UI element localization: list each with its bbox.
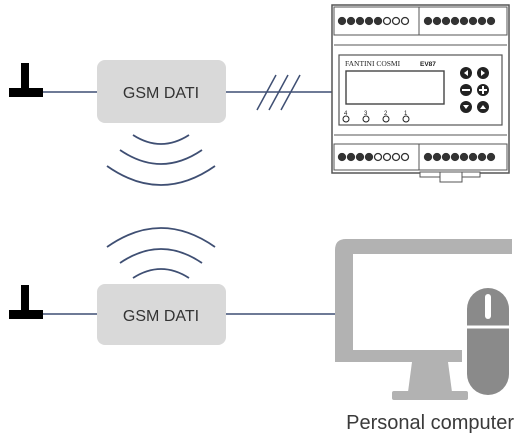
channel-label-1: 1 xyxy=(404,111,408,117)
antenna-bottom-icon xyxy=(9,285,43,319)
antenna-top-icon xyxy=(9,63,43,97)
device-brand: FANTINI COSMI xyxy=(345,59,401,68)
wireless-waves-top-icon xyxy=(106,134,216,186)
wireless-waves-bottom-icon xyxy=(106,227,216,279)
channel-leds: 4 3 2 1 xyxy=(342,111,410,123)
multi-wire-marks-icon xyxy=(256,74,301,111)
bottom-terminals xyxy=(337,152,496,162)
channel-label-4: 4 xyxy=(344,111,348,117)
modem-bottom: GSM DATI xyxy=(97,284,226,345)
modem-bottom-label: GSM DATI xyxy=(123,308,199,325)
computer-caption: Personal computer xyxy=(346,412,514,434)
computer-icon xyxy=(335,239,514,400)
modem-top: GSM DATI xyxy=(97,60,226,123)
mouse-icon xyxy=(462,283,514,400)
keypad xyxy=(460,67,489,113)
device-display xyxy=(345,70,445,105)
channel-label-2: 2 xyxy=(384,111,388,117)
device-model: EV87 xyxy=(420,61,436,68)
channel-label-3: 3 xyxy=(364,111,368,117)
modem-top-label: GSM DATI xyxy=(123,85,199,102)
device-ev87: FANTINI COSMI EV87 4 3 2 1 xyxy=(331,4,510,183)
top-terminals xyxy=(337,16,496,26)
